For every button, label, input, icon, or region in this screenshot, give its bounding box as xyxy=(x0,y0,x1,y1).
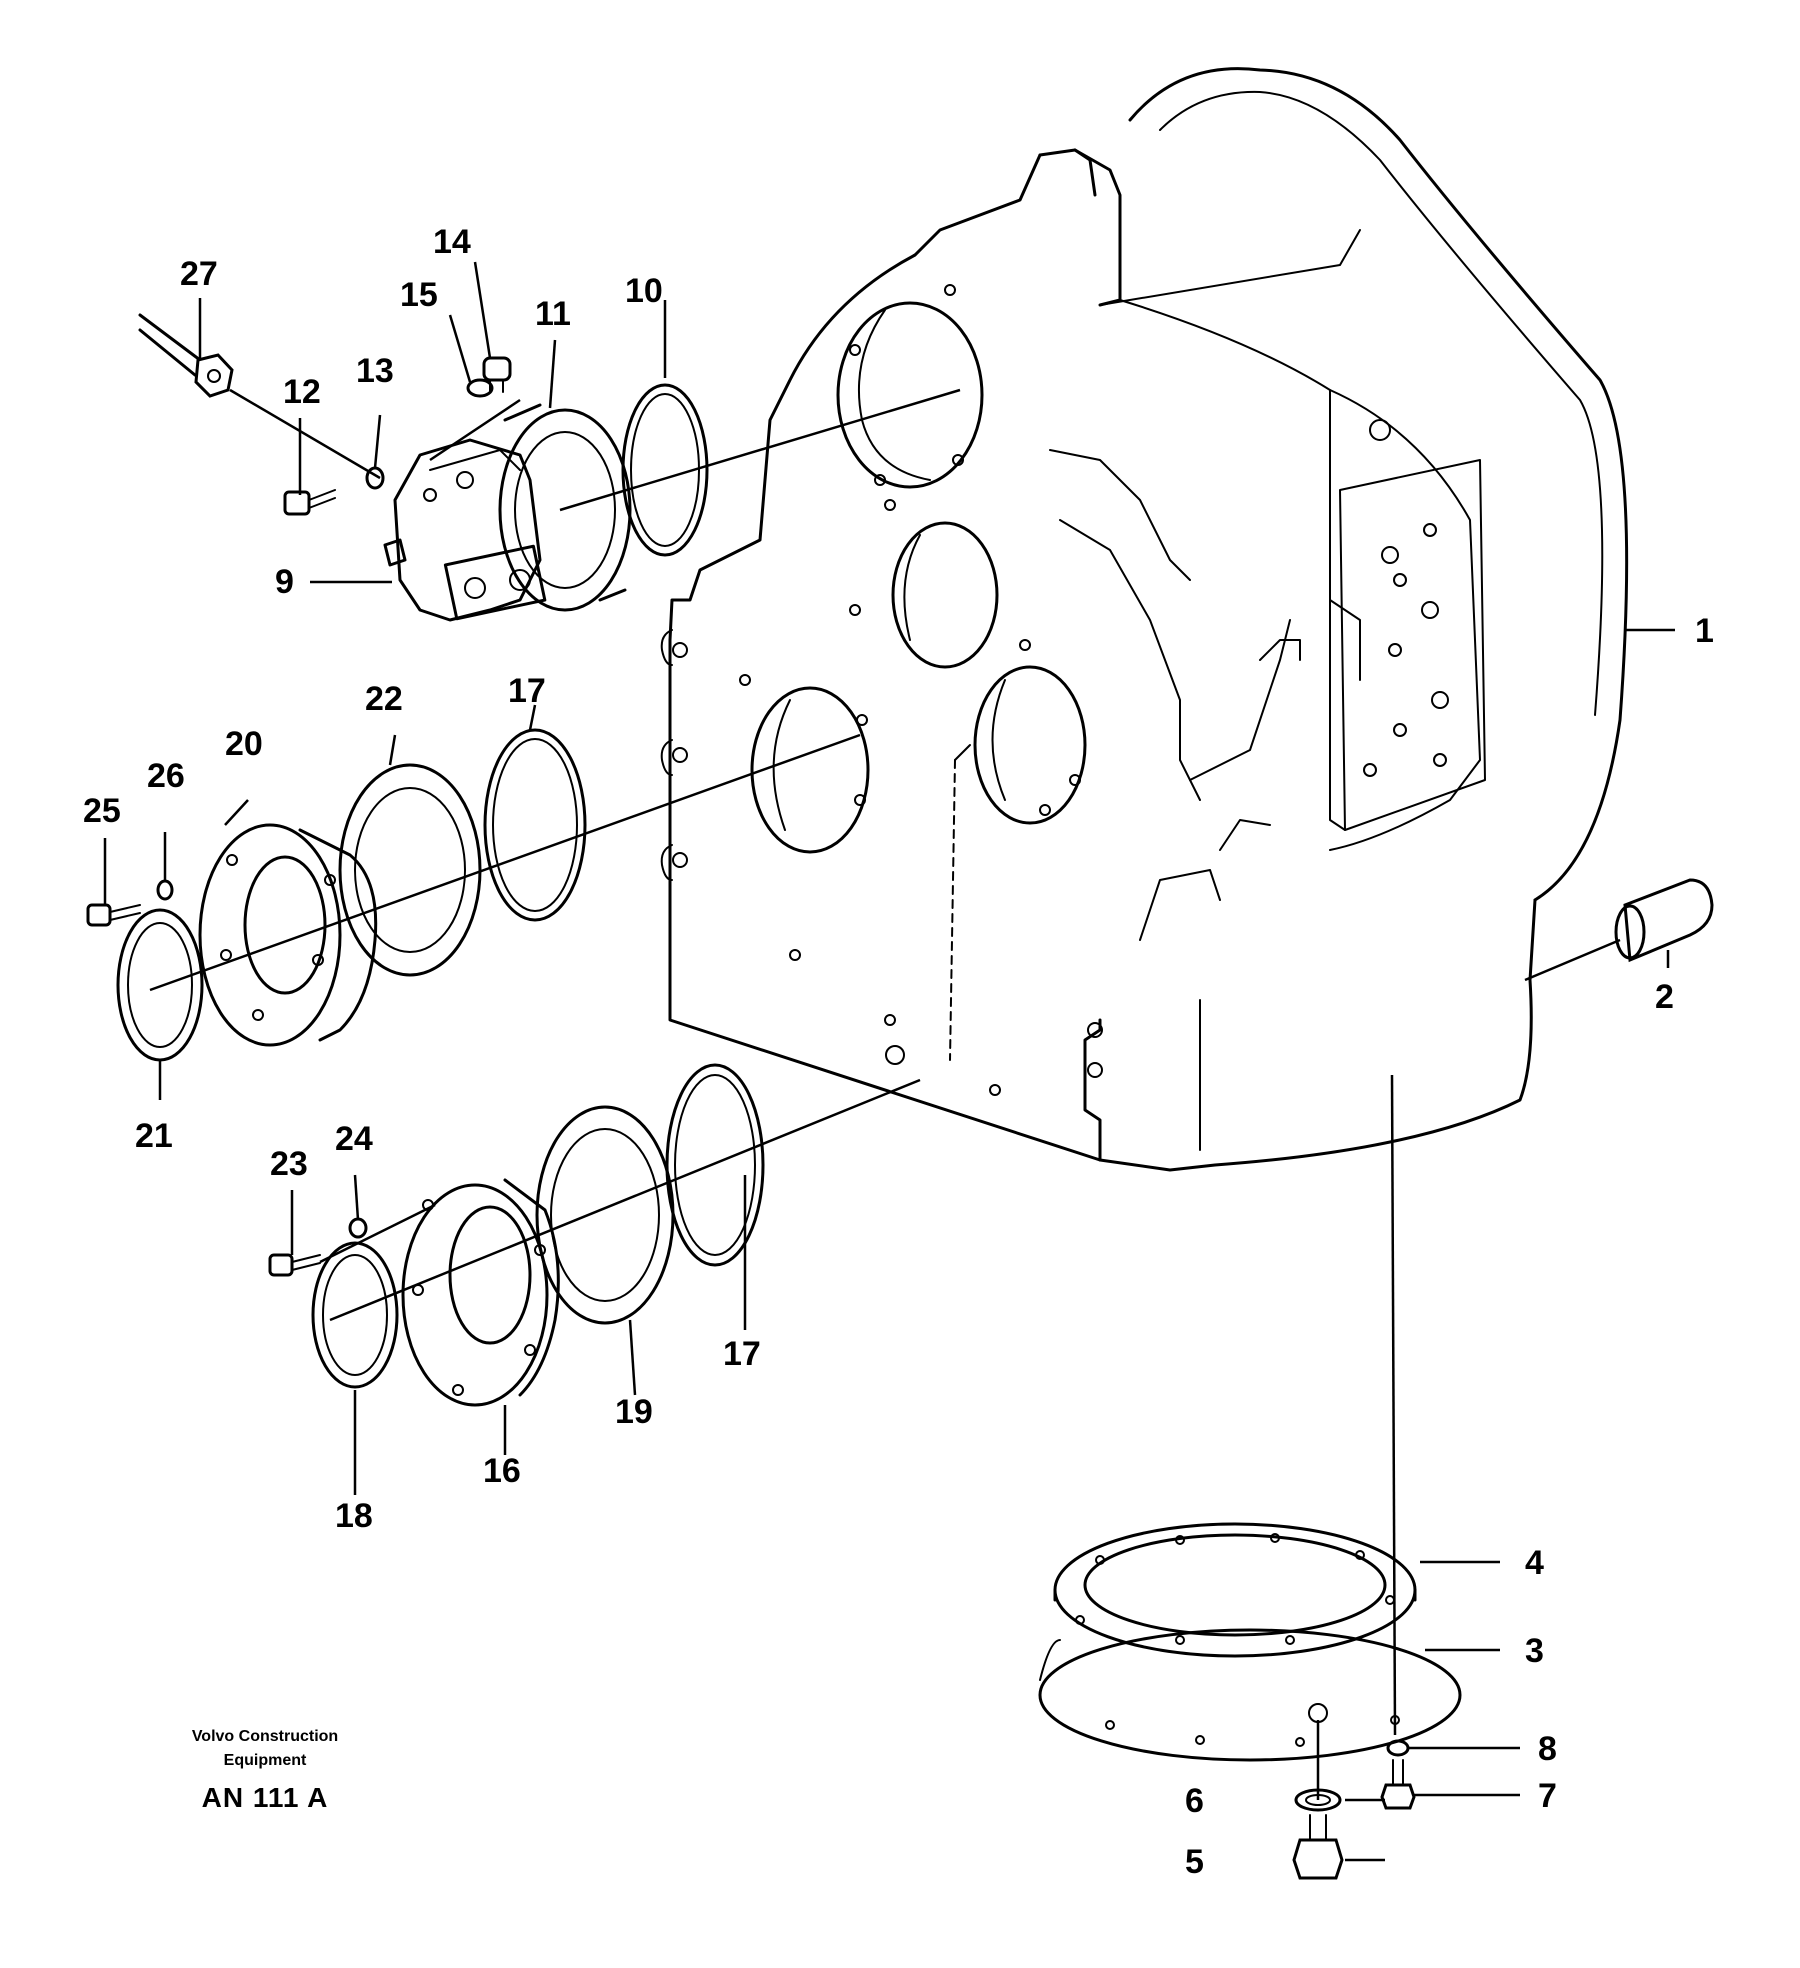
middle-cover-assembly xyxy=(86,728,861,1062)
callout-13: 13 xyxy=(356,352,394,390)
callout-5: 5 xyxy=(1185,1843,1204,1881)
callout-26: 26 xyxy=(147,757,185,795)
callout-16: 16 xyxy=(483,1452,521,1490)
callout-10: 10 xyxy=(625,272,663,310)
company-name-line-2: Equipment xyxy=(224,1752,307,1769)
callout-17-lower: 17 xyxy=(723,1335,761,1373)
callout-11: 11 xyxy=(535,295,571,333)
plug-part-2 xyxy=(1524,878,1714,982)
pump-assembly xyxy=(138,313,961,622)
callout-leaders xyxy=(103,261,1675,1862)
callout-24: 24 xyxy=(335,1120,373,1158)
callout-21: 21 xyxy=(135,1117,173,1155)
callout-12: 12 xyxy=(283,373,321,411)
callout-2: 2 xyxy=(1655,978,1674,1016)
callout-labels: 1 2 3 4 5 6 7 8 9 10 11 12 13 14 15 16 1… xyxy=(83,223,1714,1881)
company-name-line-1: Volvo Construction xyxy=(192,1728,338,1745)
callout-25: 25 xyxy=(83,792,121,830)
callout-8: 8 xyxy=(1538,1730,1557,1768)
callout-15: 15 xyxy=(400,276,438,314)
callout-18: 18 xyxy=(335,1497,373,1535)
lower-cover-assembly xyxy=(268,1063,921,1407)
callout-7: 7 xyxy=(1538,1777,1557,1815)
callout-22: 22 xyxy=(365,680,403,718)
callout-4: 4 xyxy=(1525,1544,1544,1582)
drawing-footer: Volvo Construction Equipment AN 111 A xyxy=(192,1728,338,1813)
callout-27: 27 xyxy=(180,255,218,293)
transmission-housing xyxy=(660,67,1629,1172)
callout-1: 1 xyxy=(1695,612,1714,650)
callout-23: 23 xyxy=(270,1145,308,1183)
callout-14: 14 xyxy=(433,223,471,261)
callout-17-upper: 17 xyxy=(508,672,546,710)
callout-6: 6 xyxy=(1185,1782,1204,1820)
bottom-ring-assembly xyxy=(1038,1074,1462,1880)
callout-9: 9 xyxy=(275,563,294,601)
callout-3: 3 xyxy=(1525,1632,1544,1670)
callout-19: 19 xyxy=(615,1393,653,1431)
drawing-code: AN 111 A xyxy=(202,1782,329,1813)
callout-20: 20 xyxy=(225,725,263,763)
